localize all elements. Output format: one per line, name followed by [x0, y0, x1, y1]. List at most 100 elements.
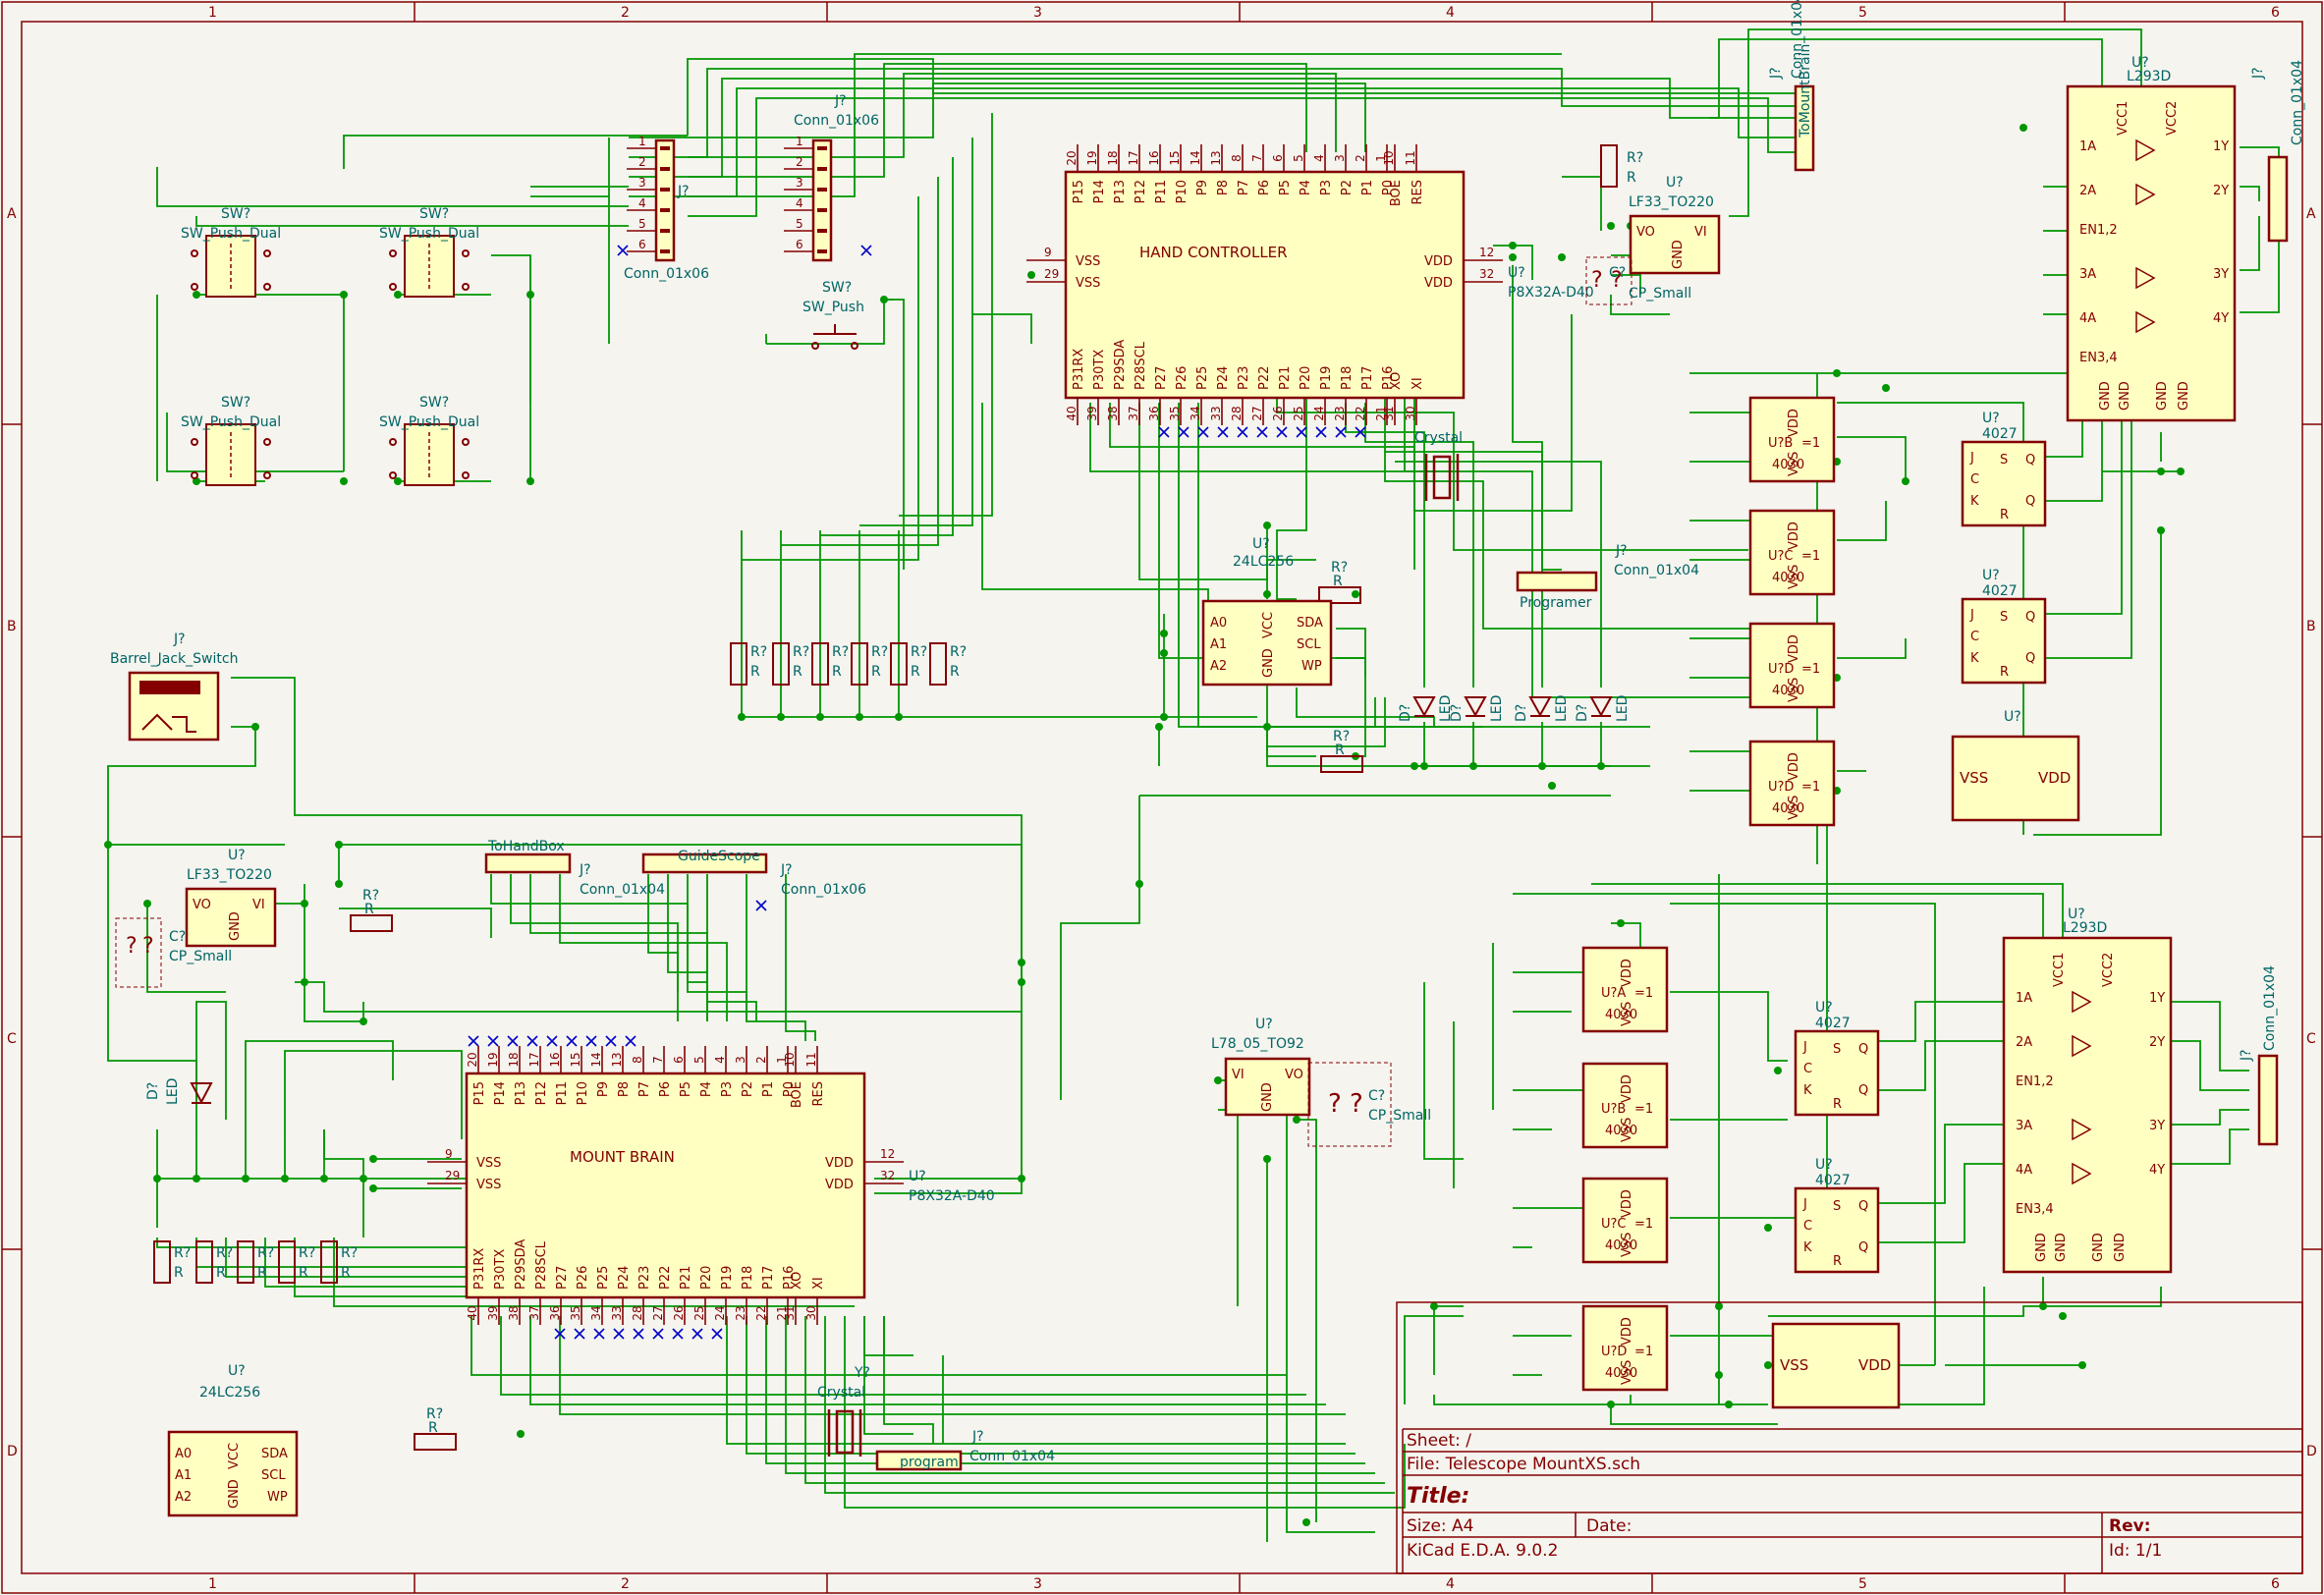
sw-contact	[462, 249, 470, 257]
eeprom-ref: U?	[1252, 536, 1270, 552]
no-connect-x	[526, 1035, 538, 1047]
crystal-bottom[interactable]: Y? Crystal	[817, 1365, 870, 1457]
driver-pin: EN1,2	[2079, 223, 2118, 238]
resistor[interactable]: R?R	[890, 642, 927, 686]
led[interactable]: D?LED	[1575, 695, 1631, 722]
pin-name: P5	[1278, 180, 1293, 195]
crystal-top[interactable]: Crystal	[1414, 430, 1463, 501]
connector-to-hand-box[interactable]: ToHandBox J? Conn_01x04	[484, 839, 665, 898]
resistor[interactable]: R?R	[851, 642, 888, 686]
resistor[interactable]: R?R	[278, 1240, 315, 1284]
ff-c: C	[1803, 1219, 1812, 1234]
sw-push-dual-2[interactable]: SW?SW_Push_Dual	[379, 206, 479, 298]
resistor-value: R	[950, 664, 960, 680]
no-connect-x	[1315, 426, 1327, 438]
no-connect-x	[711, 1328, 723, 1340]
led-left[interactable]: D? LED	[145, 1078, 213, 1105]
pin-num: 29	[445, 1169, 460, 1182]
ff-body	[1961, 597, 2047, 685]
regulator-lf33-top[interactable]: U? LF33_TO220 VO VI GND	[1629, 175, 1721, 275]
connector-program[interactable]: program J? Conn_01x04	[875, 1429, 1055, 1471]
resistor[interactable]: R? R	[929, 642, 967, 686]
pin-name: P18	[1340, 366, 1355, 390]
resistor[interactable]: R?R	[350, 888, 393, 932]
resistor[interactable]: R?R	[414, 1406, 457, 1451]
jk-flipflops[interactable]: JCKSRQQU?4027JCKSRQQU?4027JCKSRQQU?4027J…	[1794, 411, 2047, 1274]
regulator-lf33-bottom[interactable]: U? LF33_TO220 VO VI GND	[185, 848, 277, 948]
barrel-jack[interactable]: J? Barrel_Jack_Switch	[110, 632, 238, 742]
ff-r: R	[2000, 665, 2009, 680]
resistor-ref: R?	[362, 888, 379, 904]
resistor[interactable]: R?R	[237, 1240, 274, 1284]
sw-push-dual-4[interactable]: SW?SW_Push_Dual	[379, 395, 479, 486]
push-switches[interactable]: SW?SW_Push_DualSW?SW_Push_DualSW?SW_Push…	[181, 206, 479, 486]
connector-to-mount-brain[interactable]: ToMountBrain J? Conn_01x04	[1768, 0, 1815, 172]
driver-pin: 2Y	[2149, 1035, 2165, 1050]
eeprom-top[interactable]: U? 24LC256 A0 A1 A2 SDA SCL WP GND VCC	[1201, 536, 1333, 687]
connector-programer[interactable]: Programer J? Conn_01x04	[1516, 543, 1699, 611]
sw-push-dual-3[interactable]: SW?SW_Push_Dual	[181, 395, 281, 486]
eeprom-bottom[interactable]: U? 24LC256 A0 A1 A2 SDA SCL WP GND VCC	[167, 1363, 299, 1517]
led-body	[1412, 696, 1436, 718]
resistor[interactable]: R?R	[153, 1240, 191, 1284]
driver-gnd: GND	[2098, 381, 2113, 411]
no-connect-x	[860, 245, 872, 256]
frame-row-label: B	[2306, 619, 2316, 634]
capacitor-left[interactable]: ? ? C? CP_Small	[115, 917, 232, 988]
resistor[interactable]: R?R	[1320, 729, 1363, 773]
resistor[interactable]: R?R	[1600, 144, 1643, 188]
resistor-body	[890, 642, 908, 686]
pin-num: 2	[638, 155, 646, 169]
resistor[interactable]: R?R	[195, 1240, 233, 1284]
regulator-l78[interactable]: U? L78_05_TO92 VI VO GND	[1211, 1017, 1311, 1117]
resistor[interactable]: R?R	[811, 642, 849, 686]
resistor-ref: R?	[950, 644, 967, 660]
mount-brain-ic[interactable]: MOUNT BRAIN U? P8X32A-D40 P1520P31RX40P1…	[427, 1046, 995, 1325]
connector-guide-scope[interactable]: GuideScope J? Conn_01x06	[641, 849, 866, 898]
resistor-value: R	[299, 1265, 308, 1281]
resistor[interactable]: R?R	[730, 642, 767, 686]
power-box-top[interactable]: VSS VDD U?	[1951, 709, 2080, 822]
pin-name: P31RX	[472, 1248, 487, 1290]
resistor-ladder[interactable]: R?RR?RR?RR?RR?RR?RR?RR?RR?RR?RR?RR?RR?RR…	[153, 144, 1643, 1451]
hand-controller-ic[interactable]: HAND CONTROLLER U? P8X32A-D40 P1520P31RX…	[1026, 144, 1594, 425]
capacitor-mid[interactable]: ? ? C? CP_Small	[1307, 1062, 1431, 1147]
sw-push-dual-1[interactable]: SW?SW_Push_Dual	[181, 206, 281, 298]
resistor[interactable]: R?R	[320, 1240, 358, 1284]
led[interactable]: D?LED	[1514, 695, 1570, 722]
resistor-ref: R?	[793, 644, 809, 660]
connector-motor-bottom[interactable]: J? Conn_01x04	[2239, 965, 2279, 1146]
pin-name: P30TX	[1092, 350, 1107, 390]
resistor[interactable]: R?R	[772, 642, 809, 686]
guide-scope-ref: J?	[780, 862, 793, 878]
pin-name: P24	[617, 1266, 632, 1290]
led[interactable]: D?LED	[1398, 695, 1454, 722]
sw-push[interactable]: SW? SW_Push	[802, 280, 864, 350]
pin-name: VDD	[825, 1156, 854, 1171]
connector-motor-top[interactable]: J? Conn_01x04	[2250, 60, 2305, 243]
led[interactable]: D?LED	[1449, 695, 1505, 722]
capacitor-top[interactable]: ? ? C? CP_Small	[1585, 256, 1691, 305]
resistor[interactable]: R?R	[1318, 560, 1361, 604]
power-box-bottom[interactable]: VSS VDD	[1771, 1322, 1901, 1409]
